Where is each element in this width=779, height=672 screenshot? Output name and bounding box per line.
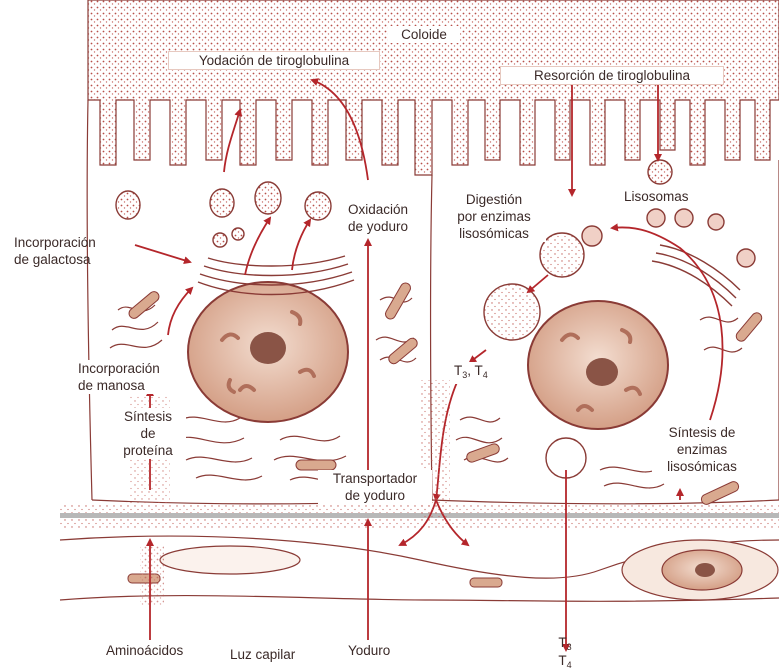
label-t4-bottom-sub: 4 — [567, 660, 572, 670]
label-oxidacion-line1: Oxidación — [334, 201, 422, 218]
label-digestion-line2: por enzimas — [444, 208, 544, 225]
label-t4-sub: 4 — [483, 370, 488, 380]
label-manosa: Incorporación de manosa — [76, 360, 162, 394]
label-oxidacion-line2: de yoduro — [334, 218, 422, 235]
label-sintesis-enzimas: Síntesis de enzimas lisosómicas — [652, 424, 752, 475]
label-transportador-line1: Transportador — [320, 470, 430, 487]
label-t3-t4-middle: T3, T4 — [452, 362, 490, 384]
label-t4-bottom: T4 — [548, 654, 582, 672]
label-galactosa: Incorporación de galactosa — [14, 234, 96, 268]
label-galactosa-line1: Incorporación — [14, 234, 96, 251]
basement-membrane — [60, 513, 779, 518]
label-aminoacidos: Aminoácidos — [104, 642, 185, 659]
label-sintesis-proteina-line3: proteína — [112, 442, 184, 459]
secretory-vesicles — [116, 182, 331, 247]
golgi-right — [652, 245, 740, 306]
label-transportador-line2: de yoduro — [320, 487, 430, 504]
label-oxidacion: Oxidación de yoduro — [332, 201, 424, 235]
label-t3-letter: T — [454, 363, 462, 378]
label-sintesis-enzimas-line3: lisosómicas — [654, 458, 750, 475]
label-coloide: Coloide — [388, 26, 460, 43]
label-yoduro: Yoduro — [346, 642, 392, 659]
label-sintesis-enzimas-line2: enzimas — [654, 441, 750, 458]
label-lisosomas: Lisosomas — [622, 188, 691, 205]
label-t4-letter: , T — [467, 363, 483, 378]
label-digestion-line1: Digestión — [444, 191, 544, 208]
nucleus-left — [188, 282, 348, 422]
capillary-endothelium — [60, 536, 779, 601]
label-sintesis-proteina-line2: de — [112, 425, 184, 442]
label-transportador: Transportador de yoduro — [318, 470, 432, 504]
label-t3-bottom-letter: T — [558, 635, 566, 650]
label-galactosa-line2: de galactosa — [14, 251, 96, 268]
label-luz-capilar: Luz capilar — [228, 646, 297, 663]
nucleus-right — [528, 301, 668, 429]
label-manosa-line2: de manosa — [78, 377, 160, 394]
label-yodacion: Yodación de tiroglobulina — [168, 51, 380, 70]
label-t3-t4-bottom: T3 T4 — [548, 636, 582, 672]
label-digestion-line3: lisosómicas — [444, 225, 544, 242]
label-t3-bottom-sub: 3 — [567, 642, 572, 652]
label-sintesis-enzimas-line1: Síntesis de — [654, 424, 750, 441]
label-sintesis-proteina: Síntesis de proteína — [110, 408, 186, 459]
label-manosa-line1: Incorporación — [78, 360, 160, 377]
label-resorcion: Resorción de tiroglobulina — [500, 66, 724, 85]
label-t3-bottom: T3 — [548, 636, 582, 654]
label-sintesis-proteina-line1: Síntesis — [112, 408, 184, 425]
label-digestion: Digestión por enzimas lisosómicas — [442, 191, 546, 242]
